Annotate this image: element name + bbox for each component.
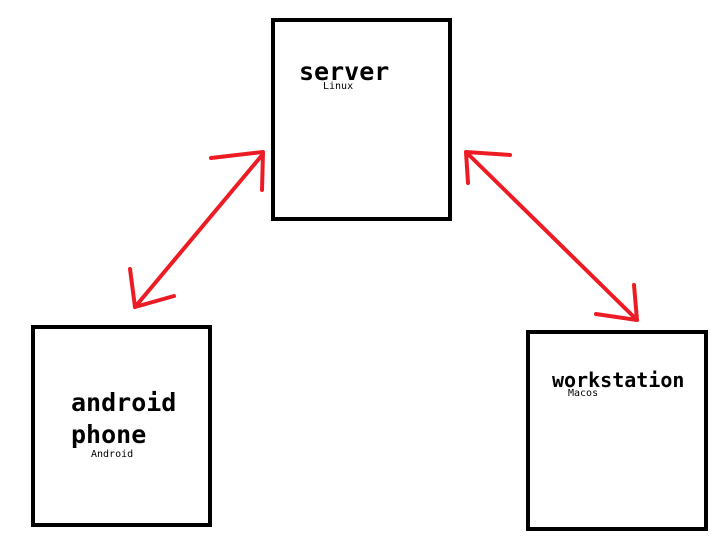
android-phone-subtitle: Android: [91, 449, 134, 460]
arrowhead-workstation-end: [594, 283, 639, 322]
workstation-subtitle: Macos: [568, 388, 599, 399]
server-node: server Linux: [271, 18, 452, 221]
arrow-shaft-server-workstation: [464, 150, 639, 322]
server-title: server: [299, 57, 390, 86]
arrowhead-android-end: [128, 267, 176, 309]
arrowhead-server-end: [209, 150, 265, 192]
arrow-shaft-server-android: [133, 152, 265, 309]
arrow-server-android: [128, 150, 265, 309]
arrowhead-server-end-2: [464, 150, 512, 185]
android-phone-node: android phone Android: [31, 325, 212, 527]
workstation-node: workstation Macos: [526, 330, 708, 531]
android-phone-title: android phone: [71, 388, 177, 449]
server-subtitle: Linux: [323, 81, 354, 92]
workstation-title: workstation: [552, 368, 685, 392]
arrow-server-workstation: [464, 150, 639, 322]
